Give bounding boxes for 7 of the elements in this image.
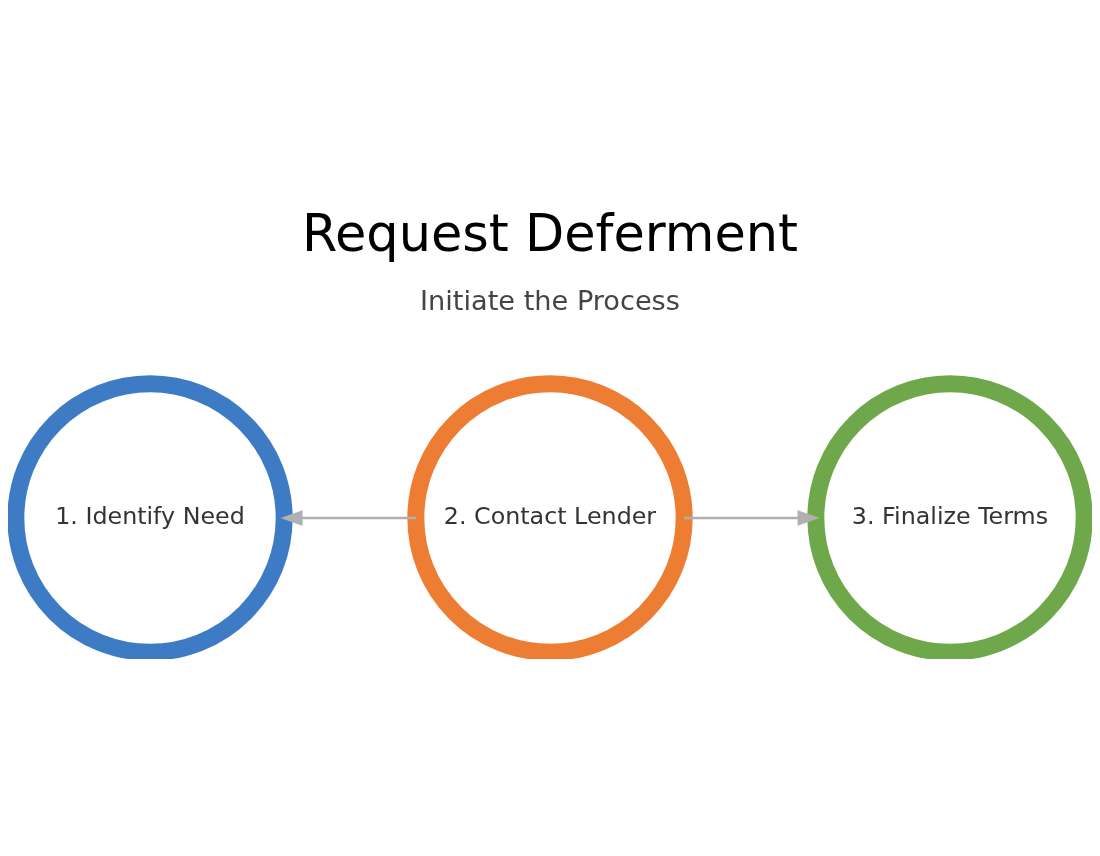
node-circle: 2. Contact Lender	[407, 375, 693, 659]
node-circle: 3. Finalize Terms	[807, 375, 1092, 659]
diagram-title: Request Deferment	[301, 204, 799, 264]
arrow	[280, 510, 416, 526]
node-circle: 1. Identify Need	[8, 375, 293, 659]
arrow	[684, 510, 820, 526]
label: Initiate the Process	[420, 285, 680, 317]
